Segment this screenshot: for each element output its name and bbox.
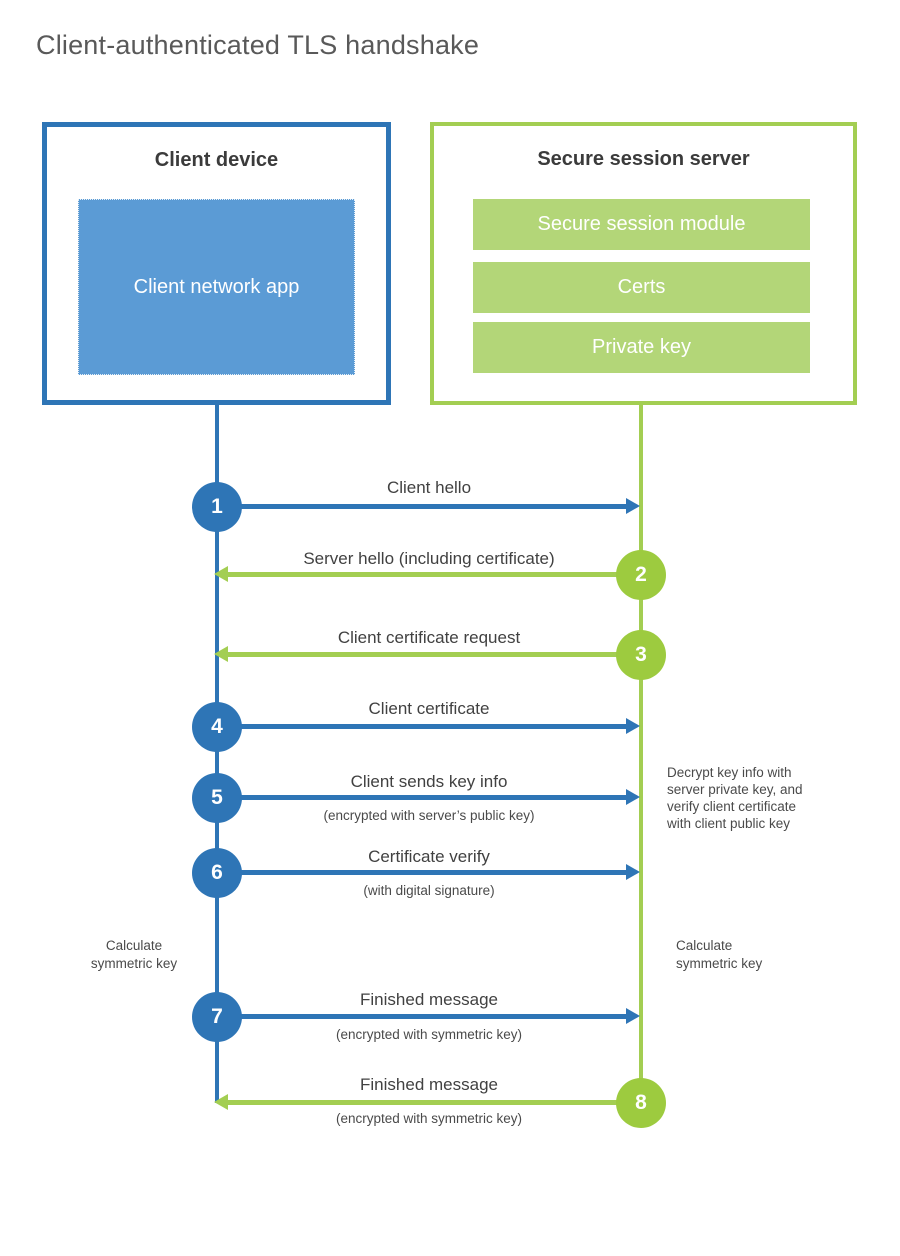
step-4-arrow-right-icon bbox=[217, 718, 640, 734]
arrowhead-icon bbox=[626, 498, 640, 514]
client-network-app-label: Client network app bbox=[133, 275, 300, 298]
step-1-circle: 1 bbox=[192, 482, 242, 532]
step-2-number: 2 bbox=[635, 563, 647, 586]
step-7-circle: 7 bbox=[192, 992, 242, 1042]
step-3-label: Client certificate request bbox=[337, 628, 521, 647]
calculate-symmetric-key-note-server: Calculate symmetric key bbox=[676, 937, 762, 973]
client-network-app-box: Client network app bbox=[78, 199, 355, 375]
step-1-arrow-right-icon bbox=[217, 498, 640, 514]
page-title: Client-authenticated TLS handshake bbox=[36, 30, 480, 60]
arrowhead-icon bbox=[626, 789, 640, 805]
step-1-label: Client hello bbox=[386, 478, 472, 497]
step-6-circle: 6 bbox=[192, 848, 242, 898]
calc-note-line: symmetric key bbox=[90, 956, 178, 971]
step-1-number: 1 bbox=[211, 495, 223, 518]
step-5-label: Client sends key info bbox=[350, 772, 508, 791]
step-8-number: 8 bbox=[635, 1091, 647, 1114]
step-7-label: Finished message bbox=[360, 990, 498, 1009]
arrowhead-icon bbox=[626, 864, 640, 880]
step-5-circle: 5 bbox=[192, 773, 242, 823]
calc-note-line: Calculate bbox=[105, 938, 163, 953]
arrowhead-icon bbox=[214, 566, 228, 582]
step-2-label: Server hello (including certificate) bbox=[303, 549, 555, 568]
step-3-arrow-left-icon bbox=[214, 646, 641, 662]
server-lifeline bbox=[639, 405, 643, 1104]
decrypt-note-line: Decrypt key info with bbox=[667, 765, 792, 780]
decrypt-key-note: Decrypt key info with server private key… bbox=[667, 764, 803, 832]
client-lifeline bbox=[215, 405, 219, 1103]
arrowhead-icon bbox=[626, 1008, 640, 1024]
server-module-secure-session: Secure session module bbox=[473, 199, 810, 250]
calculate-symmetric-key-note-client: Calculate symmetric key bbox=[78, 937, 190, 973]
step-2-circle: 2 bbox=[616, 550, 666, 600]
step-5-sublabel: (encrypted with server’s public key) bbox=[323, 808, 535, 823]
client-device-box: Client device Client network app bbox=[42, 122, 391, 405]
step-4-number: 4 bbox=[211, 715, 223, 738]
step-3-circle: 3 bbox=[616, 630, 666, 680]
step-8-arrow-left-icon bbox=[214, 1094, 641, 1110]
step-6-sublabel: (with digital signature) bbox=[363, 883, 495, 898]
server-module-private-key: Private key bbox=[473, 322, 810, 373]
step-5-number: 5 bbox=[211, 786, 223, 809]
decrypt-note-line: server private key, and bbox=[667, 782, 803, 797]
step-6-label: Certificate verify bbox=[368, 847, 490, 866]
calc-note-line: Calculate bbox=[676, 938, 733, 953]
step-8-sublabel: (encrypted with symmetric key) bbox=[335, 1111, 523, 1126]
decrypt-note-line: verify client certificate bbox=[667, 799, 797, 814]
step-8-label: Finished message bbox=[360, 1075, 498, 1094]
step-4-label: Client certificate bbox=[368, 699, 490, 718]
secure-session-server-title: Secure session server bbox=[537, 148, 750, 170]
secure-session-server-box: Secure session server Secure session mod… bbox=[430, 122, 857, 405]
step-6-arrow-right-icon bbox=[217, 864, 640, 880]
server-module-certs: Certs bbox=[473, 262, 810, 313]
step-6-number: 6 bbox=[211, 861, 223, 884]
step-8-circle: 8 bbox=[616, 1078, 666, 1128]
step-3-number: 3 bbox=[635, 643, 647, 666]
step-7-arrow-right-icon bbox=[217, 1008, 640, 1024]
step-7-number: 7 bbox=[211, 1005, 223, 1028]
client-device-title: Client device bbox=[154, 149, 279, 171]
step-4-circle: 4 bbox=[192, 702, 242, 752]
step-2-arrow-left-icon bbox=[214, 566, 641, 582]
calc-note-line: symmetric key bbox=[676, 956, 763, 971]
step-5-arrow-right-icon bbox=[217, 789, 640, 805]
arrowhead-icon bbox=[214, 646, 228, 662]
decrypt-note-line: with client public key bbox=[667, 816, 791, 831]
arrowhead-icon bbox=[214, 1094, 228, 1110]
arrowhead-icon bbox=[626, 718, 640, 734]
step-7-sublabel: (encrypted with symmetric key) bbox=[335, 1027, 523, 1042]
